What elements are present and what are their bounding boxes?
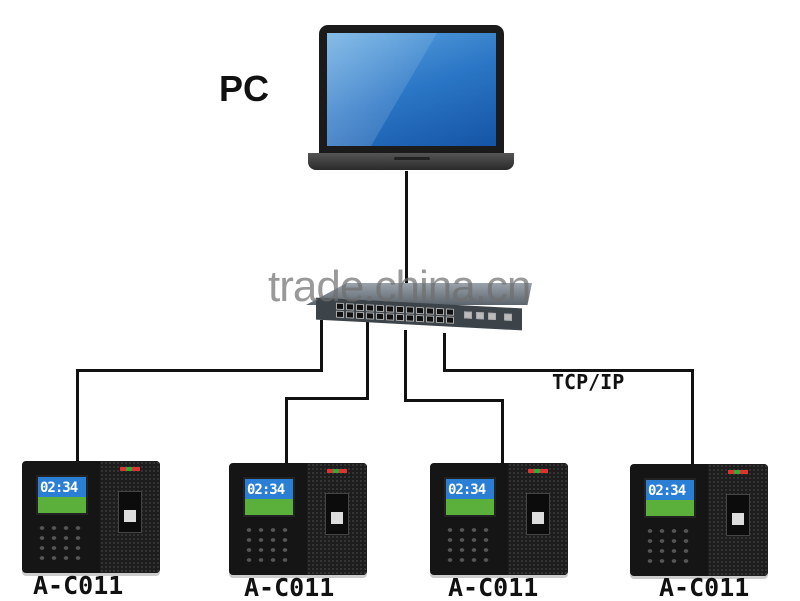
attendance-device-4: 02:34: [630, 464, 768, 580]
wire-device-4: [443, 369, 694, 372]
device-label-4: A-C011: [659, 573, 750, 601]
attendance-device-3: 02:34: [430, 463, 568, 579]
wire-device-3: [404, 330, 407, 402]
fingerprint-sensor-icon: [118, 491, 142, 533]
keypad-icon: [644, 526, 694, 568]
device-screen-time: 02:34: [648, 483, 686, 499]
fingerprint-sensor-icon: [726, 494, 750, 536]
wire-pc-switch: [405, 171, 408, 286]
keypad-icon: [36, 523, 86, 565]
wire-device-3: [501, 399, 504, 465]
fingerprint-sensor-icon: [526, 493, 550, 535]
wire-device-2: [285, 397, 288, 465]
laptop-icon: [308, 25, 514, 171]
device-label-1: A-C011: [33, 571, 124, 600]
watermark: trade.china.cn: [268, 262, 531, 311]
wire-device-2: [285, 397, 369, 400]
pc-label: PC: [219, 68, 270, 109]
network-switch-icon: [306, 283, 532, 333]
keypad-icon: [444, 525, 494, 567]
wire-device-4: [691, 369, 694, 465]
device-screen-time: 02:34: [40, 480, 78, 496]
wire-device-4: [443, 333, 446, 372]
attendance-device-1: 02:34: [22, 461, 160, 577]
wire-device-1: [76, 369, 323, 372]
wire-device-3: [404, 399, 504, 402]
fingerprint-sensor-icon: [325, 493, 349, 535]
device-screen-time: 02:34: [448, 482, 486, 498]
device-label-3: A-C011: [448, 573, 539, 601]
wire-device-2: [366, 322, 369, 400]
device-label-2: A-C011: [244, 573, 335, 601]
wire-device-1: [320, 320, 323, 372]
keypad-icon: [243, 525, 293, 567]
device-screen-time: 02:34: [247, 482, 285, 498]
connection-label: TCP/IP: [552, 370, 625, 394]
wire-device-1: [76, 369, 79, 462]
attendance-device-2: 02:34: [229, 463, 367, 579]
